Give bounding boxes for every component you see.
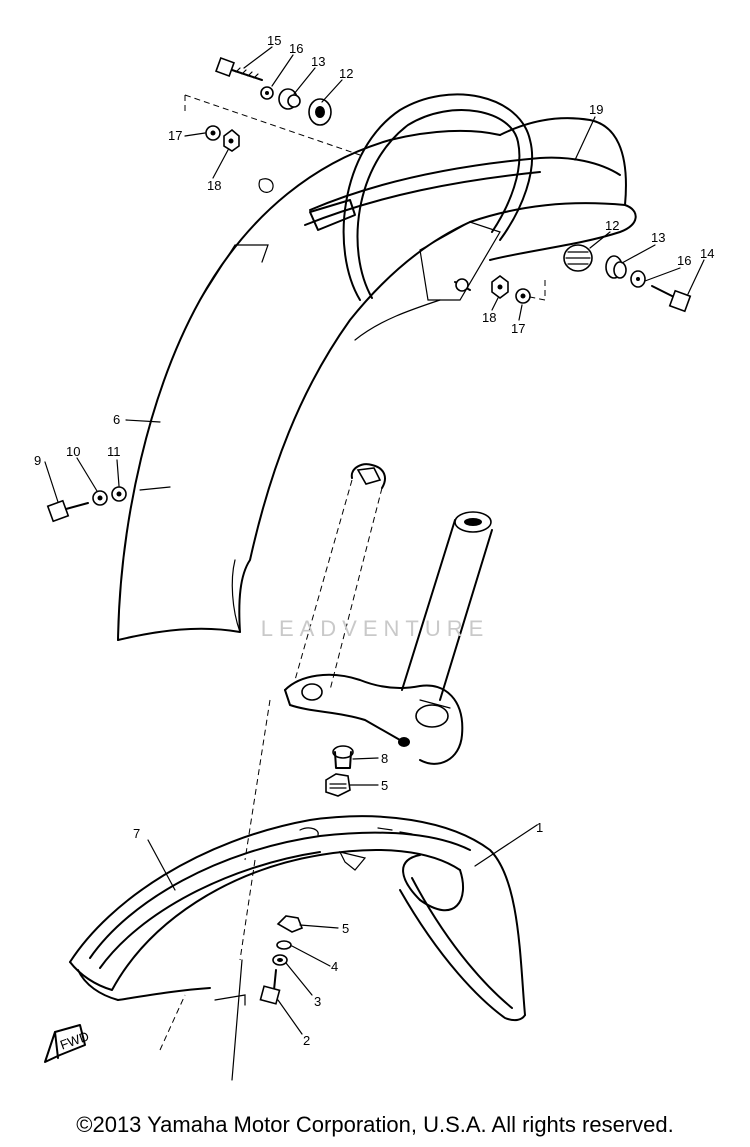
callout-5-lower: 5	[342, 921, 349, 936]
front-hardware	[259, 915, 304, 1005]
fork-assembly	[231, 463, 493, 1081]
callout-18-top: 18	[207, 178, 221, 193]
bolt-14	[651, 285, 692, 313]
bolt-15-top	[215, 57, 263, 81]
callout-4: 4	[331, 959, 338, 974]
top-hardware	[205, 57, 332, 152]
leader-lines	[44, 46, 705, 1035]
bolt-2	[259, 969, 281, 1005]
callout-2: 2	[303, 1033, 310, 1048]
washer-16-right	[630, 270, 646, 288]
callout-3: 3	[314, 994, 321, 1009]
callout-16-top: 16	[289, 41, 303, 56]
parts-diagram: FWD 15 16 13 12 17 18	[34, 33, 714, 1081]
collar-13-right	[605, 255, 627, 279]
callout-13-right: 13	[651, 230, 665, 245]
callout-14: 14	[700, 246, 714, 261]
callout-17-right: 17	[511, 321, 525, 336]
callout-1: 1	[536, 820, 543, 835]
rear-fender	[117, 93, 637, 641]
nut-5-upper	[325, 773, 351, 797]
callout-17-top: 17	[168, 128, 182, 143]
bolt-9	[46, 499, 89, 523]
copyright-notice: ©2013 Yamaha Motor Corporation, U.S.A. A…	[76, 1112, 674, 1137]
right-hardware	[454, 244, 692, 313]
callout-12-top: 12	[339, 66, 353, 81]
callout-13-top: 13	[311, 54, 325, 69]
watermark-text: LEADVENTURE	[260, 616, 490, 641]
callout-6: 6	[113, 412, 120, 427]
callout-7: 7	[133, 826, 140, 841]
bolt-8	[332, 745, 354, 769]
callout-15-top: 15	[267, 33, 281, 48]
callout-labels: 15 16 13 12 17 18 19 12 13 16 14 18 17 6…	[34, 33, 714, 1048]
callout-16-right: 16	[677, 253, 691, 268]
damper-12-right	[563, 244, 593, 272]
callout-11: 11	[107, 444, 121, 459]
callout-19: 19	[589, 102, 603, 117]
collar-13-top	[278, 88, 301, 110]
fwd-arrow: FWD	[44, 1024, 91, 1063]
nut-5-lower	[276, 915, 304, 933]
callout-10: 10	[66, 444, 80, 459]
callout-8: 8	[381, 751, 388, 766]
callout-5-upper: 5	[381, 778, 388, 793]
callout-9: 9	[34, 453, 41, 468]
left-hardware	[46, 486, 127, 523]
washer-4	[276, 940, 292, 950]
damper-12-top	[308, 98, 332, 126]
front-fender	[69, 815, 526, 1051]
callout-12-right: 12	[605, 218, 619, 233]
callout-18-right: 18	[482, 310, 496, 325]
